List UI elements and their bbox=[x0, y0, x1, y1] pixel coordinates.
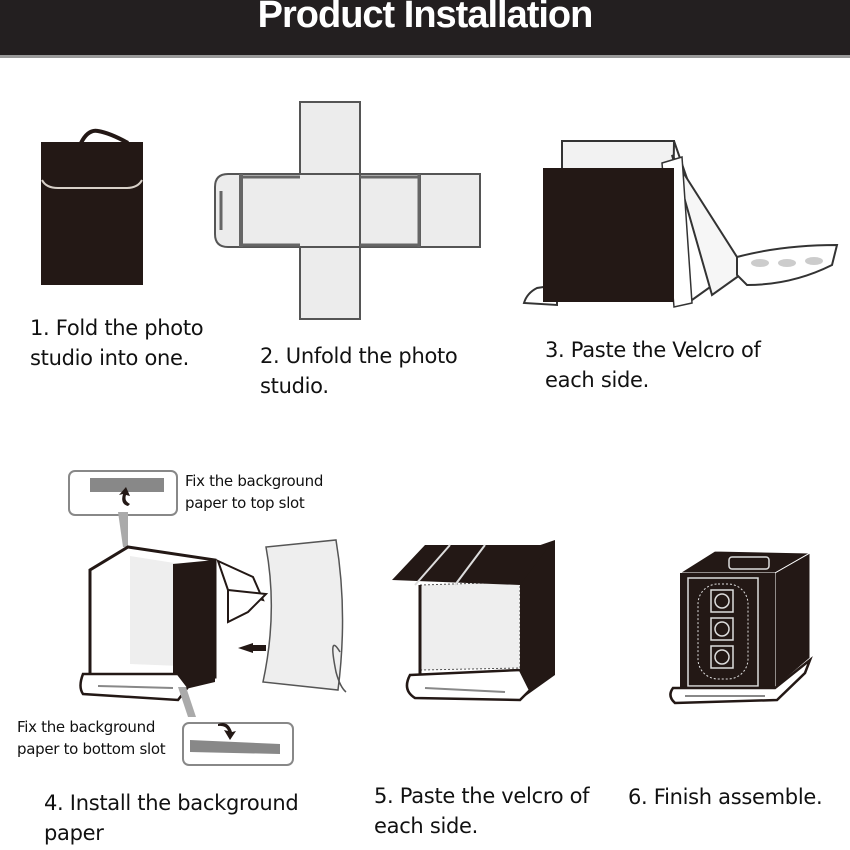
step-2-caption: 2. Unfold the photo studio. bbox=[260, 344, 458, 398]
step-3-caption: 3. Paste the Velcro of each side. bbox=[545, 338, 761, 392]
unfolded-studio-illustration bbox=[214, 101, 481, 320]
bottom-slot-detail-illustration bbox=[182, 722, 294, 766]
install-background-illustration bbox=[79, 512, 347, 717]
step-4-caption: 4. Install the background paper bbox=[44, 791, 299, 845]
top-slot-detail-illustration bbox=[68, 470, 178, 516]
finished-studio-illustration bbox=[669, 550, 813, 705]
header-divider bbox=[0, 55, 850, 58]
folded-studio-illustration bbox=[41, 128, 143, 285]
paste-velcro-illustration bbox=[392, 540, 555, 702]
top-slot-note: Fix the background paper to top slot bbox=[185, 472, 324, 512]
velcro-sides-illustration bbox=[522, 140, 839, 308]
step-5-caption: 5. Paste the velcro of each side. bbox=[374, 784, 590, 838]
header-banner: Product Installation bbox=[0, 0, 850, 55]
bottom-slot-note: Fix the background paper to bottom slot bbox=[17, 718, 166, 758]
page-title: Product Installation bbox=[257, 0, 594, 36]
step-1-caption: 1. Fold the photo studio into one. bbox=[30, 316, 204, 370]
step-6-caption: 6. Finish assemble. bbox=[628, 785, 823, 809]
